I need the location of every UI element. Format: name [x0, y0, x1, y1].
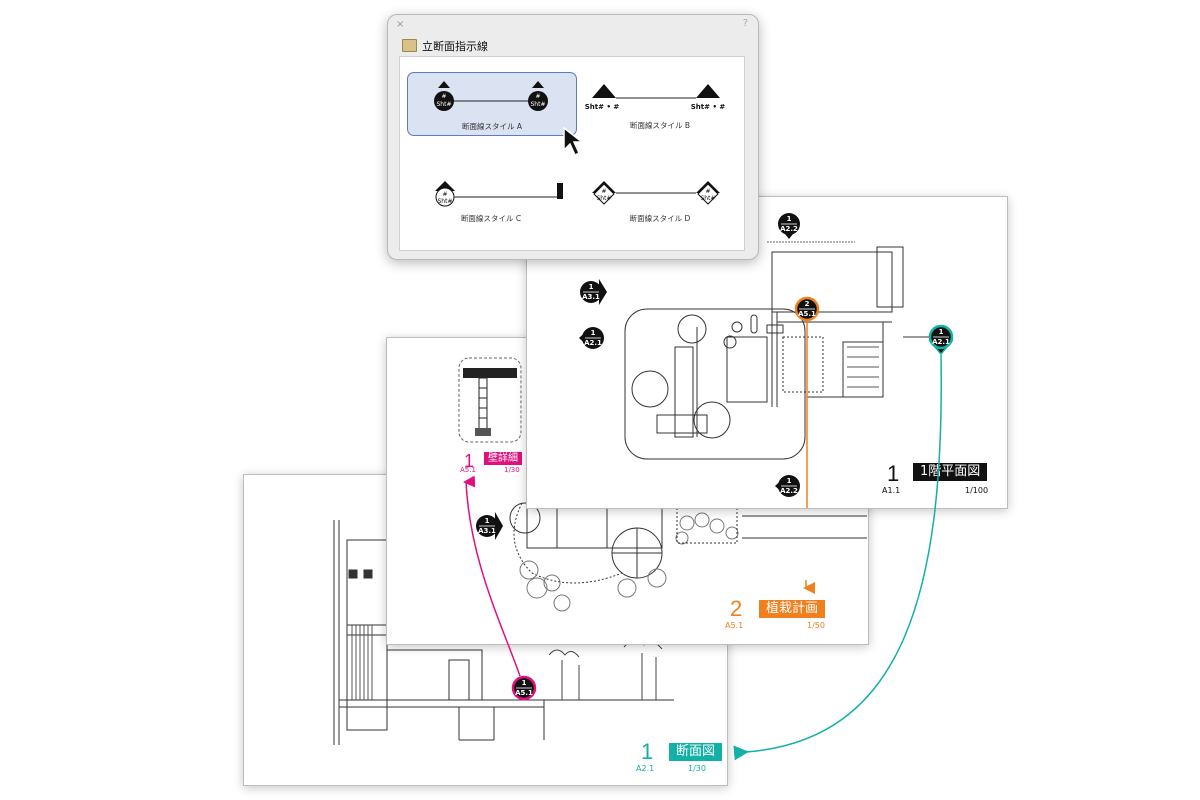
plan-marker-a21-right[interactable]: 1 A2.1 — [925, 321, 957, 361]
view-title: 1階平面図 — [913, 463, 988, 481]
view-title: 植栽計画 — [759, 600, 826, 618]
style-d-label: 断面線スタイル D — [629, 214, 691, 223]
style-a-tag-top: # — [535, 93, 540, 100]
view-scale: 1/100 — [965, 486, 989, 495]
style-grid: # Sht# # Sht# 断面線スタイル A Sht# • # Sht# • … — [399, 56, 745, 251]
plan-marker-a31[interactable]: 1 A3.1 — [577, 277, 609, 315]
section-marker-a51[interactable]: 1 A5.1 — [508, 672, 540, 708]
style-d-tag-bottom: Sht# — [701, 195, 716, 202]
view-sheet-ref: A5.1 — [725, 621, 744, 630]
marker-number: 1 — [786, 477, 792, 485]
view-title: 断面図 — [669, 743, 723, 761]
style-c-preview: # Sht# — [435, 181, 563, 207]
style-a-label: 断面線スタイル A — [461, 122, 522, 131]
planting-drawing — [458, 357, 867, 612]
plan-marker-a22-top[interactable]: 1 A2.2 — [775, 209, 803, 247]
style-d-tag-top: # — [705, 188, 710, 195]
style-d-tag-bottom: Sht# — [597, 195, 612, 202]
view-scale: 1/50 — [807, 621, 825, 630]
style-b-label: 断面線スタイル B — [629, 121, 691, 130]
style-c-tag-bottom: Sht# — [438, 198, 453, 205]
planting-marker-a31[interactable]: 1 A3.1 — [473, 510, 505, 550]
style-b-preview: Sht# • # Sht# • # — [585, 84, 726, 111]
close-icon[interactable]: × — [396, 19, 405, 30]
style-option-b[interactable]: Sht# • # Sht# • # 断面線スタイル B — [576, 72, 744, 134]
style-b-tag: Sht# • # — [585, 103, 620, 111]
style-c-tag-top: # — [442, 191, 447, 198]
detail-sheet-ref: A5.1 — [460, 466, 476, 474]
style-a-tag-bottom: Sht# — [437, 101, 452, 108]
marker-number: 1 — [588, 283, 594, 291]
marker-number: 1 — [590, 329, 596, 337]
marker-number: 1 — [938, 328, 944, 336]
mouse-pointer-icon — [563, 126, 585, 157]
view-sheet-ref: A1.1 — [882, 486, 901, 495]
dialog-title: 立断面指示線 — [422, 40, 488, 53]
marker-number: 1 — [786, 215, 792, 223]
marker-sheet-ref: A2.1 — [584, 339, 602, 347]
section-drawing — [333, 520, 674, 745]
style-d-preview: # Sht# # Sht# — [592, 181, 720, 205]
view-number: 1 — [641, 739, 654, 764]
style-d-tag-top: # — [601, 188, 606, 195]
view-number: 2 — [730, 596, 743, 621]
folder-icon — [402, 39, 417, 52]
marker-number: 1 — [484, 517, 490, 525]
view-number: 1 — [887, 461, 900, 486]
marker-sheet-ref: A2.2 — [780, 225, 798, 233]
style-b-tag: Sht# • # — [691, 103, 726, 111]
marker-sheet-ref: A2.2 — [780, 487, 798, 495]
marker-sheet-ref: A3.1 — [582, 293, 600, 301]
plan-marker-a51[interactable]: 2 A5.1 — [791, 293, 823, 329]
marker-sheet-ref: A5.1 — [515, 689, 533, 697]
detail-scale: 1/30 — [504, 466, 520, 474]
marker-sheet-ref: A3.1 — [478, 527, 496, 535]
view-sheet-ref: A2.1 — [636, 764, 655, 773]
style-a-tag-bottom: Sht# — [531, 101, 546, 108]
help-icon[interactable]: ? — [742, 18, 748, 29]
marker-sheet-ref: A5.1 — [798, 310, 816, 318]
style-option-c[interactable]: # Sht# 断面線スタイル C — [407, 167, 575, 229]
plan-marker-a22-bottom[interactable]: 1 A2.2 — [773, 469, 805, 507]
detail-title: 壁詳細 — [484, 452, 522, 465]
style-option-d[interactable]: # Sht# # Sht# 断面線スタイル D — [576, 167, 744, 229]
style-a-preview: # Sht# # Sht# — [434, 81, 548, 111]
style-c-label: 断面線スタイル C — [460, 214, 522, 223]
marker-number: 2 — [804, 300, 810, 308]
marker-sheet-ref: A2.1 — [932, 338, 950, 346]
plan-marker-a21-left[interactable]: 1 A2.1 — [577, 323, 611, 359]
view-scale: 1/30 — [688, 764, 706, 773]
style-a-tag-top: # — [441, 93, 446, 100]
dialog-titlebar: 立断面指示線 — [398, 36, 746, 54]
marker-number: 1 — [521, 679, 527, 687]
style-option-a[interactable]: # Sht# # Sht# 断面線スタイル A — [407, 72, 577, 136]
detail-number: 1 — [464, 451, 475, 471]
